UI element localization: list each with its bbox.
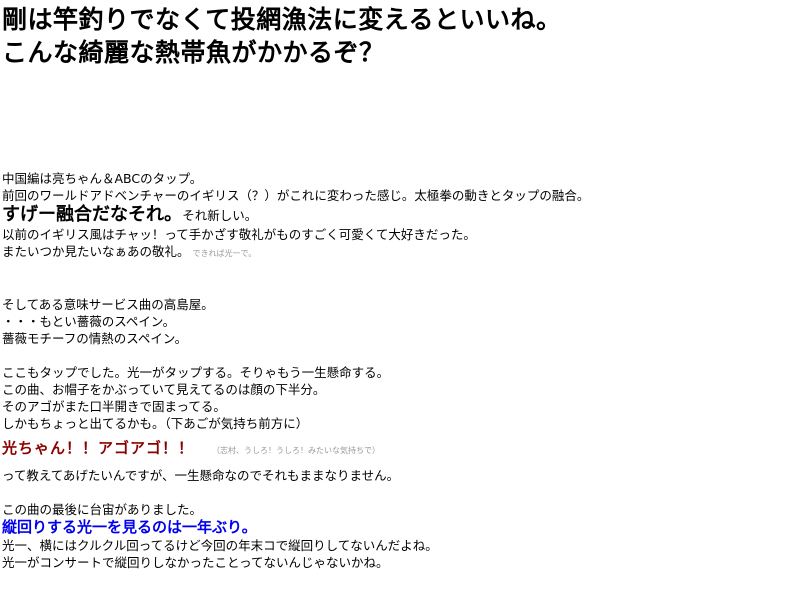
text-fragment: それ新しい。: [182, 208, 258, 223]
text-line: ・・・もとい薔薇のスペイン。: [2, 314, 176, 329]
text-fragment: またいつか見たいなぁあの敬礼。: [2, 244, 190, 259]
text-line: ここもタップでした。光一がタップする。そりゃもう一生懸命する。: [2, 365, 390, 380]
text-line: 光一、横にはクルクル回ってるけど今回の年末コで縦回りしてないんだよね。: [2, 538, 438, 553]
text-line: この曲の最後に台宙がありました。: [2, 502, 203, 517]
page-heading: 剛は竿釣りでなくて投網漁法に変えるといいね。 こんな綺麗な熱帯魚がかかるぞ？: [2, 3, 562, 69]
text-line: 光一がコンサートで縦回りしなかったことってないんじゃないかね。: [2, 555, 389, 570]
heading-line-2: こんな綺麗な熱帯魚がかかるぞ？: [2, 38, 385, 67]
paragraph-shout: 光ちゃん！！アゴアゴ！！ （志村、うしろ！うしろ！みたいな気持ちで）: [2, 440, 782, 459]
text-line: 前回のワールドアドベンチャーのイギリス（？）がこれに変わった感じ。太極拳の動きと…: [2, 188, 590, 203]
heading-line-1: 剛は竿釣りでなくて投網漁法に変えるといいね。: [2, 5, 562, 34]
blog-body: 中国編は亮ちゃん＆ABCのタップ。 前回のワールドアドベンチャーのイギリス（？）…: [2, 170, 782, 571]
paragraph-tap: ここもタップでした。光一がタップする。そりゃもう一生懸命する。 この曲、お帽子を…: [2, 364, 782, 432]
spacer: [2, 484, 782, 501]
paragraph-china: 中国編は亮ちゃん＆ABCのタップ。 前回のワールドアドベンチャーのイギリス（？）…: [2, 170, 782, 262]
text-line: そのアゴがまた口半開きで固まってる。: [2, 399, 226, 414]
small-aside-note: できれば光一で。: [192, 249, 257, 258]
text-line: しかもちょっと出てるかも。（下あごが気持ち前方に）: [2, 416, 309, 431]
small-aside-note: （志村、うしろ！うしろ！みたいな気持ちで）: [212, 446, 381, 455]
text-line: そしてある意味サービス曲の高島屋。: [2, 297, 214, 312]
red-shout-text: 光ちゃん！！アゴアゴ！！: [2, 439, 195, 457]
text-line: 薔薇モチーフの情熱のスペイン。: [2, 331, 188, 346]
text-line: 中国編は亮ちゃん＆ABCのタップ。: [2, 171, 203, 186]
big-emphasis-text: すげー融合だなそれ。: [2, 204, 183, 225]
text-line: 光ちゃん！！アゴアゴ！！ （志村、うしろ！うしろ！みたいな気持ちで）: [2, 440, 782, 459]
paragraph-flip: この曲の最後に台宙がありました。 縦回りする光一を見るのは一年ぶり。 光一、横に…: [2, 501, 782, 571]
paragraph-teach: って教えてあげたいんですが、一生懸命なのでそれもままなりません。: [2, 467, 782, 484]
text-line: って教えてあげたいんですが、一生懸命なのでそれもままなりません。: [2, 468, 400, 483]
blue-emphasis-text: 縦回りする光一を見るのは一年ぶり。: [2, 518, 257, 536]
text-line-emphasis: すげー融合だなそれ。それ新しい。: [2, 204, 782, 226]
text-line: この曲、お帽子をかぶっていて見えてるのは顔の下半分。: [2, 382, 326, 397]
paragraph-spain: そしてある意味サービス曲の高島屋。 ・・・もとい薔薇のスペイン。 薔薇モチーフの…: [2, 296, 782, 347]
text-line: またいつか見たいなぁあの敬礼。できれば光一で。: [2, 243, 782, 262]
spacer: [2, 347, 782, 364]
spacer: [2, 262, 782, 296]
spacer: [2, 459, 782, 467]
text-line: 以前のイギリス風はチャッ！って手かざす敬礼がものすごく可愛くて大好きだった。: [2, 227, 476, 242]
